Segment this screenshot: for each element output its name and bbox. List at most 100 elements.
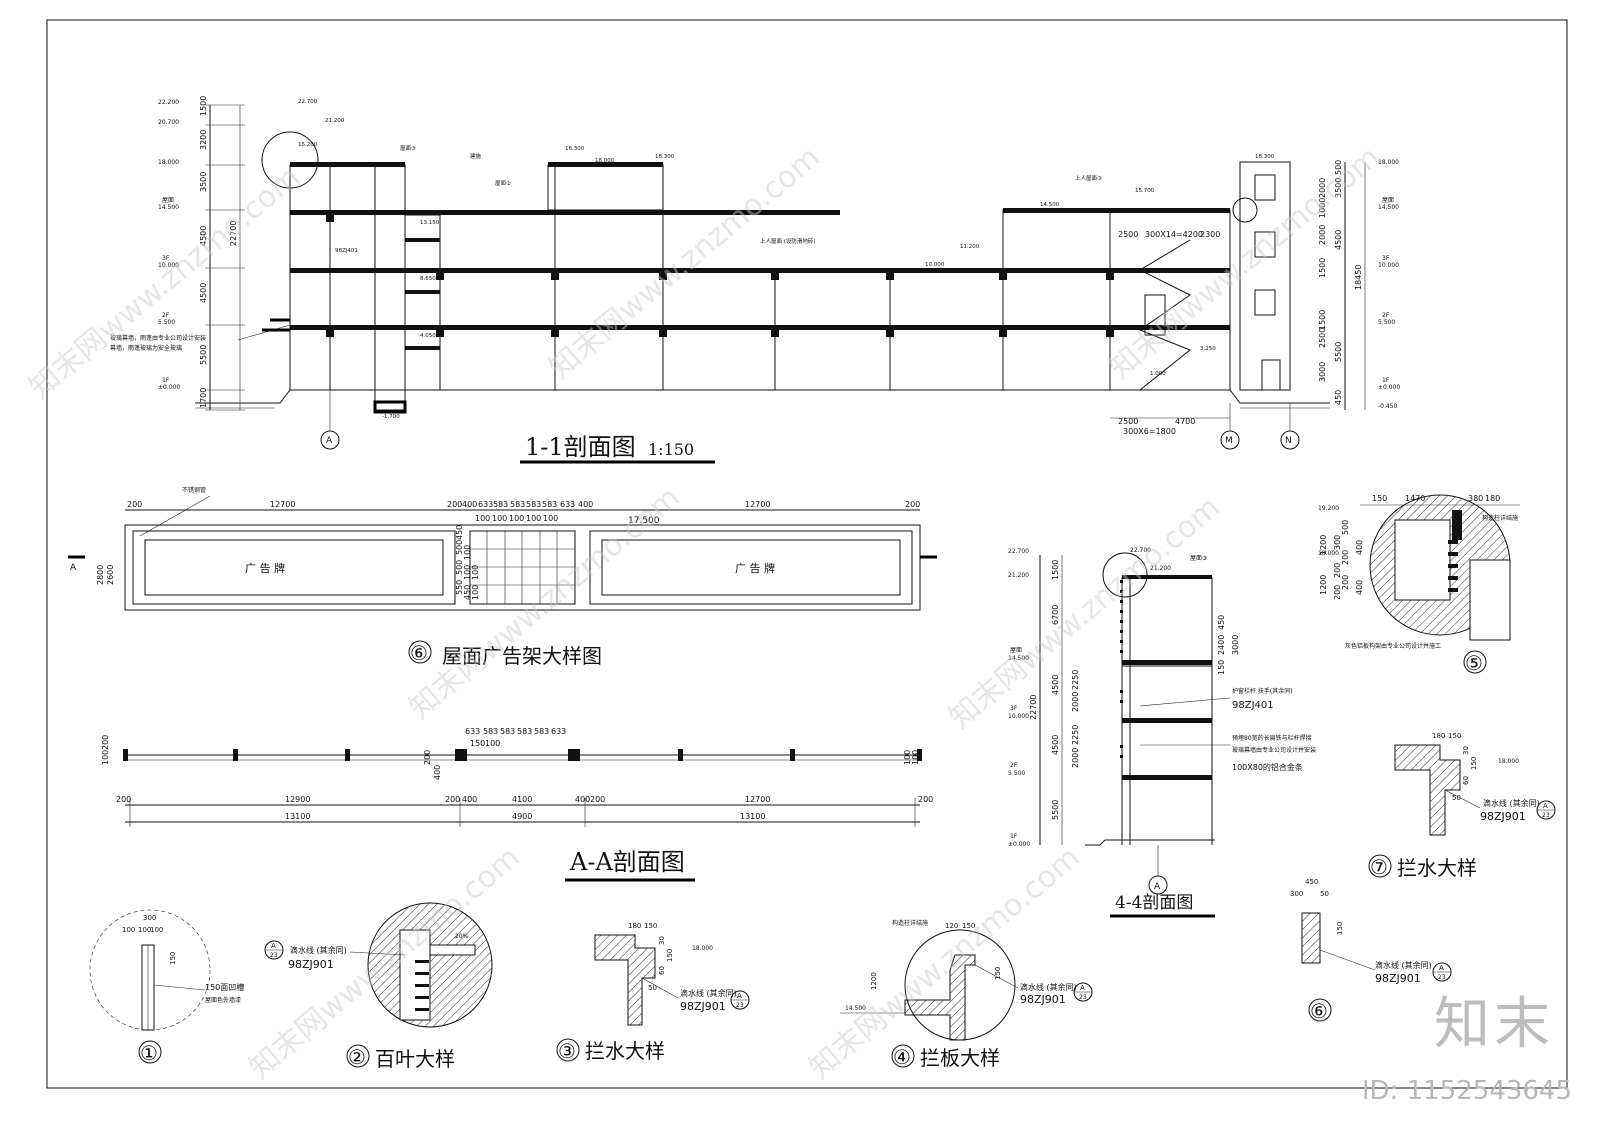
aa-d2: 12900 [285, 795, 310, 804]
dim-4500b: 4500 [199, 283, 208, 303]
sheet-border [46, 19, 1568, 1089]
top-level-13: 4.050 [420, 333, 436, 339]
title-section-4-4: 4-4剖面图 [1115, 893, 1193, 913]
s44-l10: ±0.000 [1008, 841, 1030, 848]
bb-panel-right: 广 告 牌 [735, 561, 775, 575]
bb-g9: 100 [463, 545, 472, 560]
dim-5500: 5500 [199, 345, 208, 365]
s44-l5: 3F [1010, 705, 1018, 712]
section-1-1: 22.200 20.700 18.000 14.500 10.000 5.500… [110, 96, 1400, 464]
bb-sub-1: 100 [475, 514, 490, 523]
aa-d9: 200 [918, 795, 933, 804]
bb-width: 17.500 [628, 516, 660, 526]
brand-logo: 知末 [1434, 992, 1554, 1057]
rlevel-tag-roof: 屋面 [1382, 197, 1394, 204]
level-1: 22.200 [158, 99, 179, 106]
detail-7: 180 150 30 150 60 50 18.000 滴水线 (其余同) 98… [1368, 732, 1556, 880]
d5-t4: 180 [1485, 494, 1500, 503]
rlevel-tag-2f: 2F [1382, 312, 1390, 319]
d4-ref: 98ZJ901 [1020, 993, 1066, 1006]
bb-cut-mark: A [70, 563, 77, 573]
d3-level: 18.000 [692, 945, 713, 952]
d5-v8: 400 [1355, 580, 1364, 595]
d7-d4: 150 [1470, 757, 1478, 770]
d5-n2: 灰色铝板构架由专业公司设计并施工 [1345, 642, 1441, 650]
s44-l3: 屋面 [1010, 647, 1022, 654]
d7-d5: 60 [1462, 776, 1470, 785]
aa-d5: 4100 [512, 795, 532, 804]
s44-axis: A [1154, 882, 1161, 892]
aa-side-2: 200 [101, 735, 110, 750]
s44-n1: 屋面③ [1190, 555, 1207, 562]
bb-h2: 2600 [106, 565, 115, 585]
d6-title-no: ⑥ [1310, 999, 1328, 1023]
top-level-14: 1.000 [1150, 371, 1166, 377]
bb-frame [124, 524, 921, 611]
s44-i1: 2250 [1071, 670, 1080, 690]
d4-d2: 150 [962, 922, 975, 930]
d5-l2: 1200 [1319, 575, 1328, 595]
bb-g2: 500 [455, 560, 464, 575]
axis-n-bubble [1280, 430, 1300, 450]
s44-d6: 5500 [1051, 800, 1060, 820]
d5-v3: 200 [1333, 563, 1342, 578]
d4-n2: 滴水线 (其余同) [1020, 982, 1077, 992]
aa-d3: 200 [445, 795, 460, 804]
s44-r1: 450 [1217, 615, 1226, 630]
rlevel-6: -0.450 [1378, 403, 1398, 410]
stair-dim-2: 300X14=4200 [1145, 230, 1203, 239]
s44-l6: 10.000 [1008, 713, 1029, 720]
bb-sub-3: 100 [509, 514, 524, 523]
d5-lv1: 19.200 [1318, 505, 1339, 512]
dim-4500a: 4500 [199, 226, 208, 246]
aa-d1: 200 [116, 795, 131, 804]
d3-d3: 30 [658, 936, 666, 945]
d7-ref-bottom: 23 [1542, 812, 1550, 819]
left-block [289, 164, 406, 391]
d2-ref-top: A [271, 942, 276, 950]
d1-d5: 150 [169, 952, 177, 965]
rdim-7: 2000 [1318, 225, 1327, 245]
d6-note: 滴水线 (其余同) [1375, 960, 1432, 970]
d6-d1: 450 [1305, 878, 1318, 886]
axis-a-bubble [320, 430, 340, 450]
s44-l7: 2F [1010, 762, 1018, 769]
d5-t1: 150 [1372, 494, 1387, 503]
d4-ref-top: A [1080, 984, 1085, 992]
aa-d6: 400 [575, 795, 590, 804]
d1-n2: 屋面色外墙漆 [205, 996, 241, 1004]
watermark-3: 知末网www.znzmo.com [1103, 140, 1387, 386]
aa-d4: 400 [462, 795, 477, 804]
bb-dim-3: 200 [447, 500, 462, 509]
rdim-2: 3500 [1334, 178, 1343, 198]
d2-ref-bottom: 23 [270, 952, 278, 959]
bb-dim-4: 400 [462, 500, 477, 509]
d5-lv2: 18.000 [1318, 550, 1339, 557]
detail-2: 20% A 23 滴水线 (其余同) 98ZJ901 ② 百叶大样 [264, 902, 493, 1071]
level-6: 5.500 [158, 319, 175, 326]
bb-g3: 500 [455, 540, 464, 555]
d4-title: 拦板大样 [920, 1046, 1000, 1070]
s44-l8: 5.500 [1008, 770, 1025, 777]
top-level-4: 18.000 [595, 158, 615, 164]
d2-note: 滴水线 (其余同) [290, 945, 347, 955]
stair-dim-5: 4700 [1175, 417, 1195, 426]
aa-top-4: 583 [517, 727, 532, 736]
d4-d4: 150 [994, 967, 1002, 980]
bb-dim-11: 400 [578, 500, 593, 509]
d6-d3: 50 [1320, 890, 1329, 898]
detail-6: 450 300 50 150 滴水线 (其余同) 98ZJ901 A 23 ⑥ [1290, 878, 1452, 1023]
aa-d8: 12700 [745, 795, 770, 804]
d4-d3: 1200 [870, 972, 878, 990]
bb-panel-left: 广 告 牌 [245, 561, 285, 575]
axis-m-bubble [1220, 430, 1240, 450]
s44-d1: 1500 [1051, 560, 1060, 580]
s44-n2: 护窗栏杆 扶手(其余同) [1232, 687, 1293, 695]
s44-l2: 21.200 [1008, 572, 1029, 579]
rlevel-tag-3f: 3F [1382, 255, 1390, 262]
level-tag-2f: 2F [162, 312, 170, 319]
d6-ref: 98ZJ901 [1375, 972, 1421, 985]
aa-side-3: 200 [423, 750, 432, 765]
top-level-1: 22.700 [298, 99, 318, 105]
dim-1700: 1700 [199, 388, 208, 408]
